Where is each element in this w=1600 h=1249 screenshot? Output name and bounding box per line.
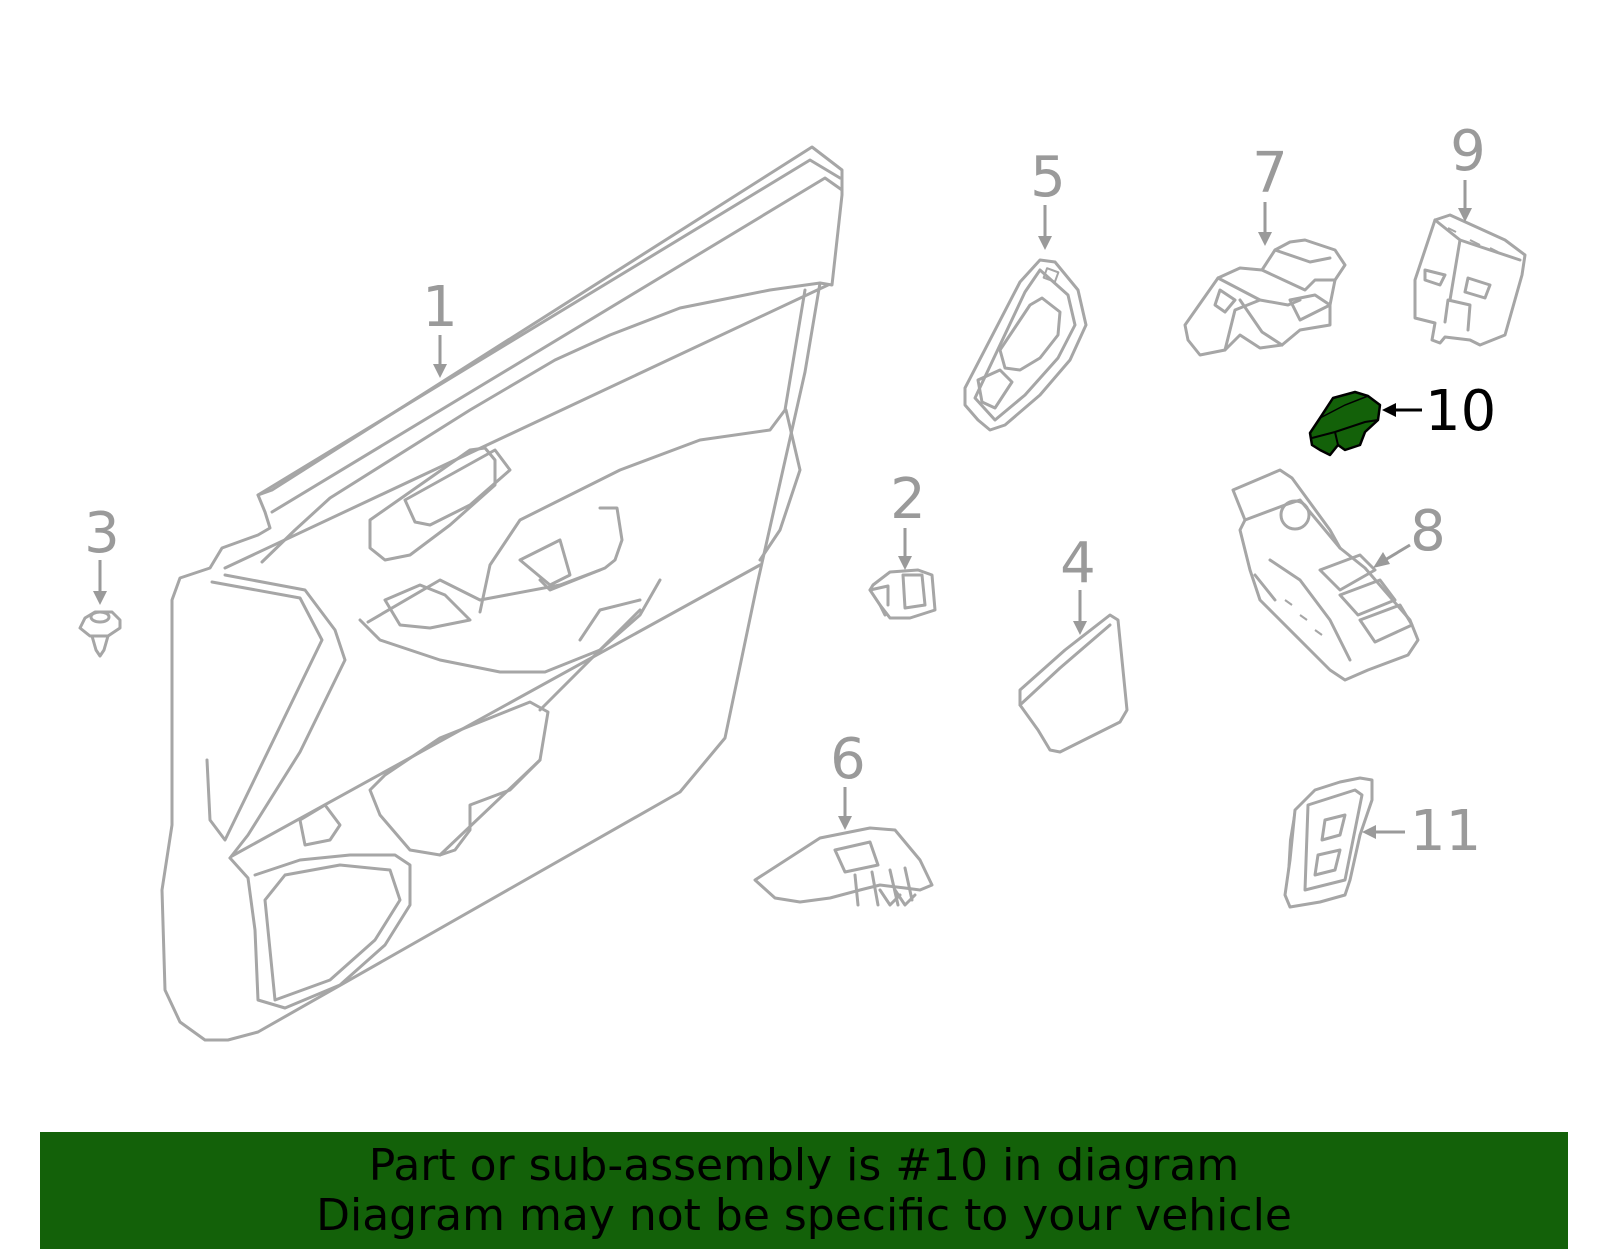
part-4-cover-trim	[1018, 613, 1129, 754]
part-11-switch-bezel	[1283, 776, 1374, 909]
part-7-window-switch	[1183, 238, 1347, 357]
callout-5: 5	[1030, 145, 1066, 210]
part-3-push-pin	[78, 610, 122, 658]
part-10-highlighted-switch	[1308, 390, 1382, 457]
callout-7: 7	[1252, 141, 1288, 206]
callout-2: 2	[890, 467, 926, 532]
info-banner: Part or sub-assembly is #10 in diagram D…	[40, 1132, 1568, 1249]
callout-10: 10	[1425, 379, 1496, 444]
part-6-bracket	[753, 826, 934, 907]
callout-8: 8	[1410, 499, 1446, 564]
callout-4: 4	[1060, 531, 1096, 596]
callout-1: 1	[422, 275, 458, 340]
callout-6: 6	[830, 727, 866, 792]
callout-3: 3	[84, 501, 120, 566]
part-1-door-trim-panel	[160, 145, 844, 1042]
callout-arrows	[93, 180, 1472, 839]
callout-9: 9	[1450, 119, 1486, 184]
callout-11: 11	[1410, 799, 1481, 864]
part-5-handle-bezel	[963, 258, 1088, 432]
part-9-window-switch	[1413, 213, 1527, 347]
callout-labels: 1 2 3 4 5 6 7 8 9 10 11	[84, 119, 1496, 864]
banner-line-1: Part or sub-assembly is #10 in diagram	[368, 1140, 1240, 1191]
part-2-retainer-clip	[868, 568, 937, 620]
part-8-master-switch	[1231, 468, 1420, 682]
banner-line-2: Diagram may not be specific to your vehi…	[316, 1190, 1292, 1241]
